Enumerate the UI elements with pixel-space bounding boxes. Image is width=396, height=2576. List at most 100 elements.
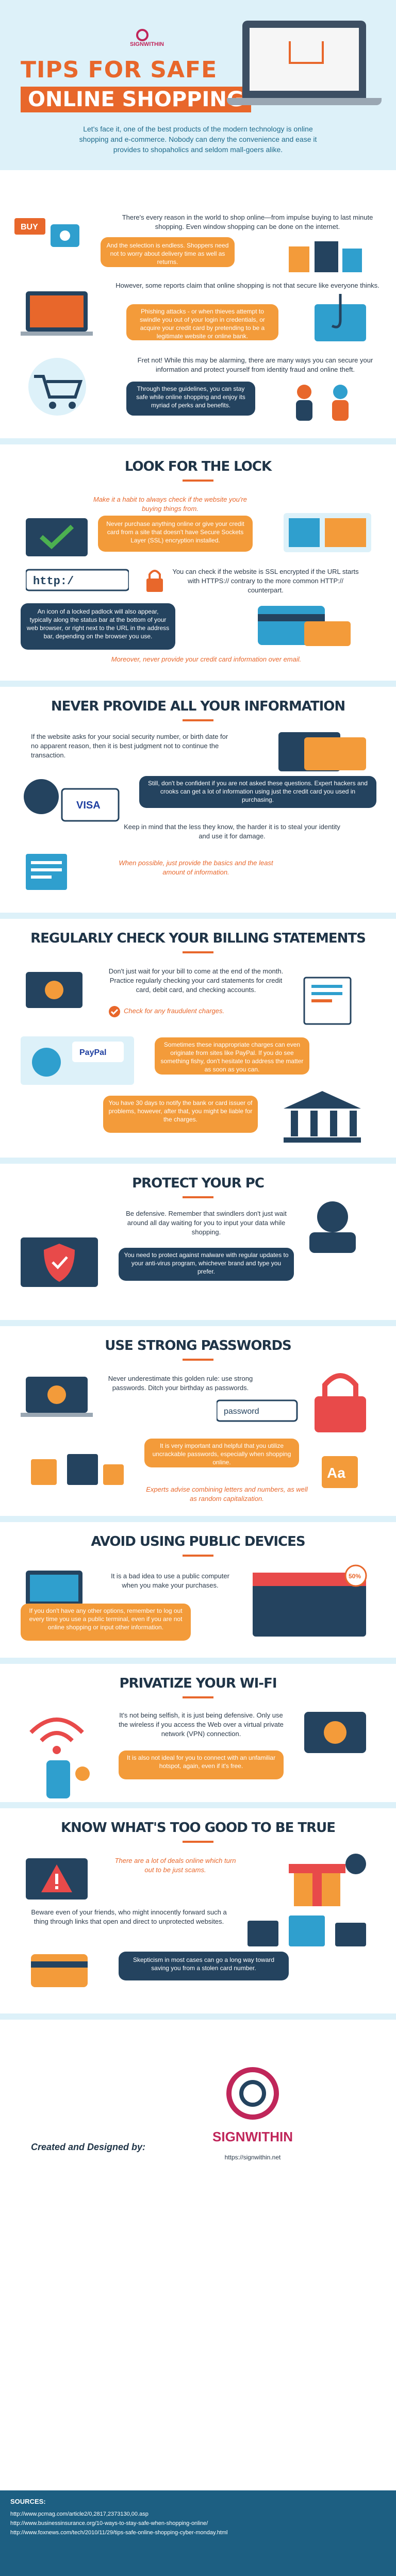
divider-band bbox=[0, 438, 396, 444]
public-computer-icon bbox=[21, 1567, 93, 1614]
passwords-p1: Never underestimate this golden rule: us… bbox=[108, 1375, 253, 1392]
wifi-icon bbox=[21, 1707, 93, 1758]
security-laptop-icon bbox=[21, 1372, 98, 1423]
title-underline bbox=[183, 951, 213, 953]
never-p4: When possible, just provide the basics a… bbox=[119, 859, 273, 876]
locks-icon bbox=[21, 1439, 129, 1495]
divider-band bbox=[0, 913, 396, 919]
divider-band bbox=[0, 2013, 396, 2020]
billing-p2: Check for any fraudulent charges. bbox=[124, 1007, 225, 1015]
online-cart-icon bbox=[19, 356, 96, 418]
gift-box-icon bbox=[263, 1848, 376, 1910]
signwithin-logo-icon bbox=[222, 2062, 284, 2124]
source-link[interactable]: http://www.foxnews.com/tech/2010/11/29/t… bbox=[10, 2530, 228, 2536]
title-underline bbox=[183, 1696, 213, 1698]
billing-p4: You have 30 days to notify the bank or c… bbox=[103, 1096, 258, 1133]
section-title-pc: PROTECT YOUR PC bbox=[132, 1176, 265, 1191]
shopping-bags-icon bbox=[273, 236, 376, 277]
secure-check-icon bbox=[21, 513, 93, 559]
page-title-line1: TIPS FOR SAFE bbox=[21, 57, 218, 83]
divider-band bbox=[0, 1658, 396, 1664]
lock-p4: An icon of a locked padlock will also ap… bbox=[21, 603, 175, 650]
paypal-browser-icon: PayPal bbox=[21, 1031, 144, 1088]
hacker-laptop-icon bbox=[21, 286, 103, 343]
sale-label: 50% bbox=[349, 1573, 361, 1580]
laptop-base-icon bbox=[227, 98, 382, 105]
title-underline bbox=[183, 1841, 213, 1843]
intro-paragraph: Let's face it, one of the best products … bbox=[79, 125, 317, 154]
page-title-line2: ONLINE SHOPPING bbox=[21, 87, 251, 112]
sources-heading: SOURCES: bbox=[10, 2498, 46, 2505]
hacker-icon bbox=[289, 1196, 376, 1253]
section-title-lock: LOOK FOR THE LOCK bbox=[124, 459, 272, 474]
text-case-icon: Aa bbox=[320, 1454, 361, 1490]
title-underline bbox=[183, 1555, 213, 1557]
password-field-icon: password bbox=[216, 1397, 299, 1423]
section-title-never: NEVER PROVIDE ALL YOUR INFORMATION bbox=[51, 699, 345, 714]
thief-card-icon: VISA bbox=[15, 773, 124, 825]
title-underline bbox=[183, 480, 213, 482]
http-address-bar: http:/ bbox=[25, 565, 130, 596]
pc-p1: Be defensive. Remember that swindlers do… bbox=[126, 1210, 287, 1236]
padlock-icon bbox=[144, 567, 165, 593]
scam-warning-icon bbox=[21, 1851, 98, 1908]
shield-monitor-icon bbox=[15, 1232, 108, 1294]
id-documents-icon bbox=[273, 727, 371, 773]
intro-p1: There's every reason in the world to sho… bbox=[122, 213, 373, 230]
credit-card-icon bbox=[248, 601, 361, 647]
phishing-hook-icon bbox=[304, 294, 376, 345]
source-link[interactable]: http://www.businessinsurance.org/10-ways… bbox=[10, 2520, 208, 2527]
brand-name: SIGNWITHIN bbox=[130, 41, 164, 47]
title-underline bbox=[183, 1359, 213, 1361]
public-p2: If you don't have any other options, rem… bbox=[21, 1604, 191, 1641]
billing-p1: Don't just wait for your bill to come at… bbox=[108, 967, 284, 994]
lock-p5: Moreover, never provide your credit card… bbox=[111, 655, 302, 663]
lock-p3: You can check if the website is SSL encr… bbox=[172, 568, 359, 594]
toogood-p1: There are a lot of deals online which tu… bbox=[114, 1857, 236, 1874]
storefront-icon: 50% bbox=[242, 1562, 376, 1640]
brand-logo-icon bbox=[136, 29, 148, 41]
never-p1: If the website asks for your social secu… bbox=[31, 733, 228, 759]
sources-footer: SOURCES: http://www.pcmag.com/article2/0… bbox=[0, 2490, 396, 2576]
hotspot-phone-icon bbox=[21, 1758, 103, 1799]
http-label: http:/ bbox=[33, 575, 74, 588]
red-padlock-icon bbox=[304, 1366, 376, 1433]
buy-sign-icon: BUY bbox=[14, 214, 81, 251]
wifi-p1: It's not being selfish, it is just being… bbox=[119, 1711, 284, 1738]
online-store-icon bbox=[278, 503, 376, 554]
source-link[interactable]: http://www.pcmag.com/article2/0,2817,237… bbox=[10, 2511, 148, 2517]
section-title-public: AVOID USING PUBLIC DEVICES bbox=[91, 1534, 305, 1549]
visa-label: VISA bbox=[76, 800, 101, 811]
wifi-p2: It is also not ideal for you to connect … bbox=[119, 1751, 284, 1779]
toogood-p2: Beware even of your friends, who might i… bbox=[31, 1908, 227, 1925]
lock-p1: Make it a habit to always check if the w… bbox=[93, 496, 248, 513]
intro-p2: And the selection is endless. Shoppers n… bbox=[101, 237, 235, 267]
pc-p2: You need to protect against malware with… bbox=[119, 1248, 294, 1281]
section-title-billing: REGULARLY CHECK YOUR BILLING STATEMENTS bbox=[30, 931, 366, 946]
divider-band bbox=[0, 1802, 396, 1808]
title-underline bbox=[183, 1196, 213, 1198]
section-title-passwords: USE STRONG PASSWORDS bbox=[105, 1338, 292, 1353]
bank-icon bbox=[278, 1088, 366, 1145]
credits-url[interactable]: https://signwithin.net bbox=[224, 2154, 281, 2161]
title-underline bbox=[183, 719, 213, 721]
gear-monitor-icon bbox=[21, 967, 93, 1013]
never-p2: Still, don't be confident if you are not… bbox=[139, 776, 376, 808]
intro-text: Let's face it, one of the best products … bbox=[0, 124, 396, 155]
credits-label: Created and Designed by: bbox=[31, 2142, 146, 2152]
lock-p2: Never purchase anything online or give y… bbox=[98, 516, 253, 552]
devices-row-icon bbox=[242, 1910, 376, 1952]
section-title-toogood: KNOW WHAT'S TOO GOOD TO BE TRUE bbox=[60, 1820, 336, 1836]
header-banner: SIGNWITHIN TIPS FOR SAFE ONLINE SHOPPING… bbox=[0, 0, 396, 170]
document-form-icon bbox=[21, 851, 88, 892]
buy-label: BUY bbox=[21, 223, 38, 232]
divider-band bbox=[0, 1320, 396, 1326]
billing-p3: Sometimes these inappropriate charges ca… bbox=[155, 1037, 309, 1075]
shopping-people-icon bbox=[278, 381, 371, 422]
divider-band bbox=[0, 1516, 396, 1522]
check-icon bbox=[108, 1005, 121, 1018]
divider-band bbox=[0, 1158, 396, 1164]
section-title-wifi: PRIVATIZE YOUR WI-FI bbox=[119, 1676, 277, 1691]
credits-brand: SIGNWITHIN bbox=[212, 2129, 293, 2144]
